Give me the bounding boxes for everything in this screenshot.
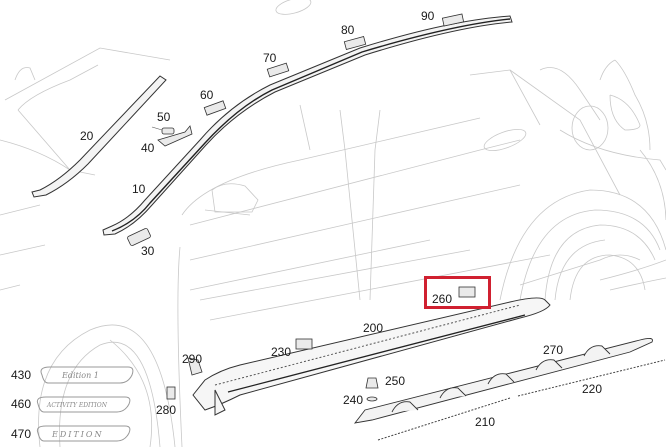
highlight-box-260 (424, 276, 491, 309)
callout-200: 200 (363, 321, 384, 335)
callout-280: 280 (156, 403, 177, 417)
badge-460-text: ACTIVITY EDITION (46, 402, 108, 409)
badge-470-text: EDITION (51, 430, 103, 439)
badge-430-text: Edition 1 (61, 371, 99, 380)
callout-20: 20 (80, 129, 94, 143)
callout-40: 40 (141, 141, 155, 155)
callout-460: 460 (11, 397, 32, 411)
callout-430: 430 (11, 368, 32, 382)
callout-270: 270 (543, 343, 564, 357)
callout-210: 210 (475, 415, 496, 429)
callout-290: 290 (182, 352, 203, 366)
callout-90: 90 (421, 9, 435, 23)
callout-50: 50 (157, 110, 171, 124)
callout-470: 470 (11, 427, 32, 441)
callout-230: 230 (271, 345, 292, 359)
callout-30: 30 (141, 244, 155, 258)
callout-250: 250 (385, 374, 406, 388)
callout-70: 70 (263, 51, 277, 65)
callout-60: 60 (200, 88, 214, 102)
callout-260: 260 (432, 292, 453, 306)
callout-220: 220 (582, 382, 603, 396)
callout-10: 10 (132, 182, 146, 196)
callout-240: 240 (343, 393, 364, 407)
callout-80: 80 (341, 23, 355, 37)
